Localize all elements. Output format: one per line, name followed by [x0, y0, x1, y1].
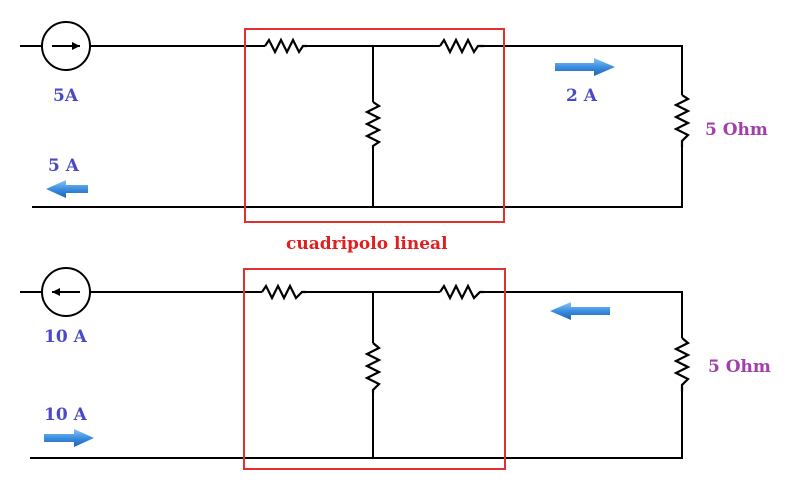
top-circuit: 5A 5 A 2 A 5 Ohm: [20, 21, 768, 223]
resistor-icon: [439, 283, 484, 301]
bottom-circuit: 10 A 10 A 5 Ohm: [20, 267, 771, 470]
resistor-icon: [439, 37, 484, 55]
top-source-label: 5A: [53, 86, 79, 106]
top-circuit-lower-wire: [32, 147, 683, 208]
resistor-icon: [264, 37, 307, 55]
bottom-circuit-lower-wire: [30, 392, 683, 459]
current-source-arrow-right-icon: [41, 21, 91, 71]
top-return-current-label: 5 A: [48, 156, 80, 176]
top-load-current-label: 2 A: [566, 86, 598, 106]
bottom-source-label: 10 A: [44, 327, 88, 347]
load-resistor-icon: [673, 337, 691, 392]
top-load-label: 5 Ohm: [705, 120, 768, 140]
bottom-return-current-label: 10 A: [44, 405, 88, 425]
resistor-icon: [261, 283, 306, 301]
quadripole-box: [244, 28, 505, 223]
resistor-icon: [364, 342, 382, 393]
top-circuit-upper-wire: [20, 45, 683, 95]
bottom-circuit-upper-wire: [20, 291, 683, 338]
load-resistor-icon: [673, 94, 691, 147]
arrow-right-icon: [44, 429, 94, 447]
arrow-right-icon: [555, 58, 615, 76]
current-source-arrow-left-icon: [41, 267, 91, 317]
arrow-left-icon: [46, 180, 88, 198]
arrow-left-icon: [550, 302, 610, 320]
resistor-icon: [364, 101, 382, 148]
bottom-load-label: 5 Ohm: [708, 357, 771, 377]
quadripole-label: cuadripolo lineal: [286, 234, 448, 254]
quadripole-box: [243, 268, 506, 470]
